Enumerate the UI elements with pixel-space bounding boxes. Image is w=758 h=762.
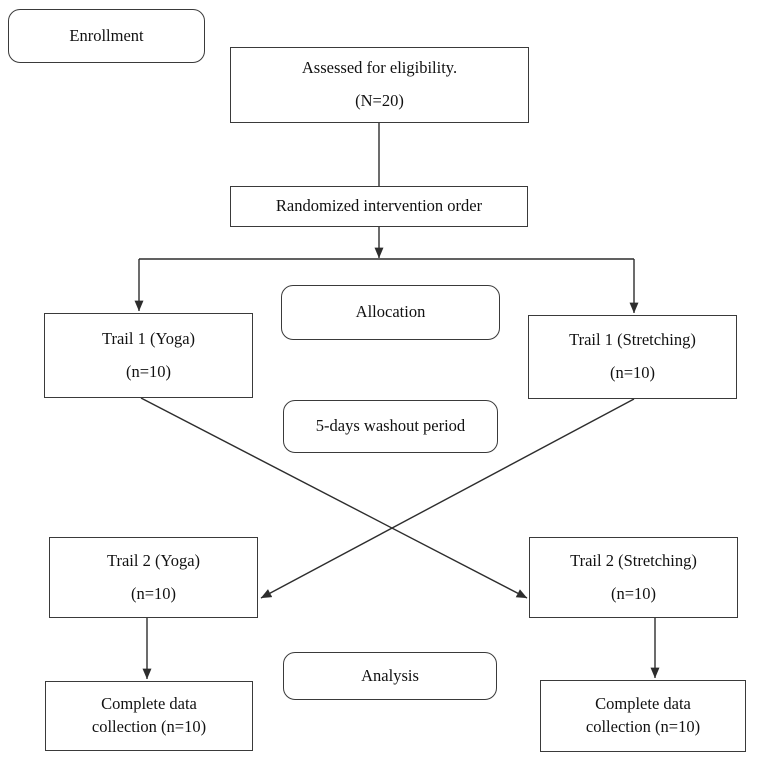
stage-label-allocation-text: Allocation: [355, 302, 426, 322]
node-complete-data-left-line1: Complete data: [101, 694, 197, 714]
node-complete-data-right: Complete data collection (n=10): [540, 680, 746, 752]
node-trial2-stretching-line2: (n=10): [610, 583, 657, 603]
node-trial2-yoga-line2: (n=10): [130, 583, 177, 603]
stage-label-washout: 5-days washout period: [283, 400, 498, 453]
node-trial1-stretching: Trail 1 (Stretching) (n=10): [528, 315, 737, 399]
node-trial1-stretching-line1: Trail 1 (Stretching): [569, 330, 696, 350]
stage-label-allocation: Allocation: [281, 285, 500, 340]
node-randomized-intervention-order: Randomized intervention order: [230, 186, 528, 227]
node-complete-data-right-line2: collection (n=10): [585, 717, 701, 736]
node-trial1-stretching-line2: (n=10): [609, 363, 656, 382]
stage-label-enrollment-text: Enrollment: [69, 25, 144, 45]
node-trial2-yoga-line1: Trail 2 (Yoga): [106, 550, 201, 570]
node-trial1-yoga-line2: (n=10): [125, 361, 172, 381]
node-complete-data-right-line1: Complete data: [595, 694, 691, 714]
node-complete-data-left-line2: collection (n=10): [91, 717, 207, 736]
node-trial2-yoga: Trail 2 (Yoga) (n=10): [49, 537, 258, 618]
stage-label-washout-text: 5-days washout period: [315, 416, 466, 436]
node-randomized-line1: Randomized intervention order: [275, 196, 483, 216]
node-assessed-for-eligibility: Assessed for eligibility. (N=20): [230, 47, 529, 123]
stage-label-analysis: Analysis: [283, 652, 497, 700]
node-assessed-line2: (N=20): [355, 91, 404, 110]
node-trial2-stretching-line1: Trail 2 (Stretching): [570, 550, 697, 570]
stage-label-analysis-text: Analysis: [361, 665, 419, 685]
node-assessed-line1: Assessed for eligibility.: [301, 58, 458, 78]
node-trial1-yoga-line1: Trail 1 (Yoga): [101, 328, 196, 348]
stage-label-enrollment: Enrollment: [8, 9, 205, 63]
node-trial1-yoga: Trail 1 (Yoga) (n=10): [44, 313, 253, 398]
node-complete-data-left: Complete data collection (n=10): [45, 681, 253, 751]
node-trial2-stretching: Trail 2 (Stretching) (n=10): [529, 537, 738, 618]
